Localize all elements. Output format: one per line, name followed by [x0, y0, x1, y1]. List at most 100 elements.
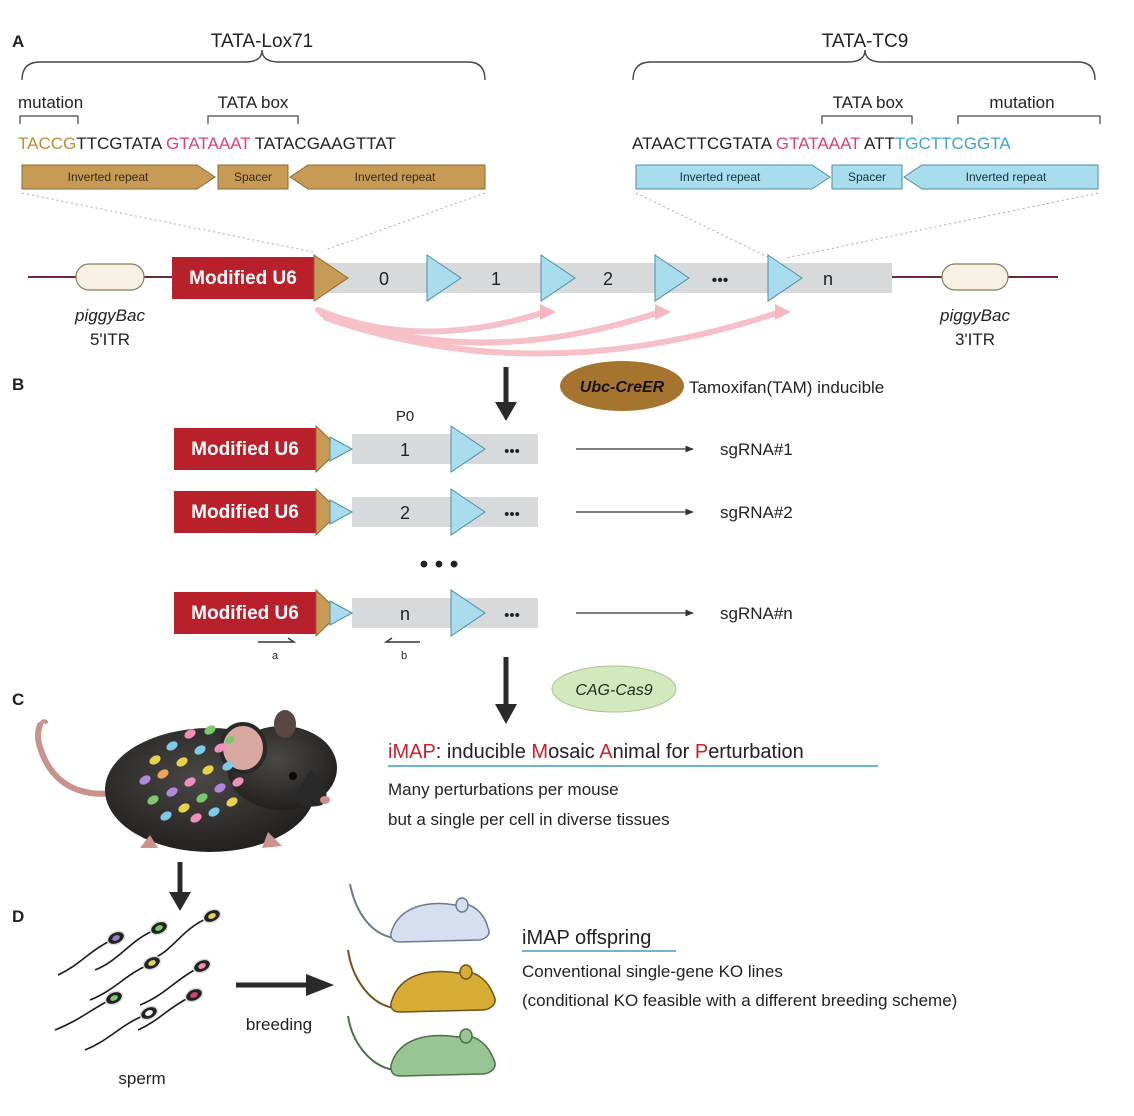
- tc9-site-triangle-2: [540, 254, 576, 302]
- piggybac-3itr-box: [941, 263, 1009, 291]
- recombined-row-n: Modified U6 n ••• sgRNA#n: [174, 588, 793, 638]
- arc-head-1: [540, 304, 556, 320]
- offspring-mouse-green: [347, 1015, 496, 1077]
- tc9-tata-bracket: [821, 115, 913, 124]
- ubc-creer-ellipse: [560, 361, 684, 411]
- breeding-label: breeding: [246, 1015, 312, 1034]
- mouse-eye: [289, 772, 297, 780]
- piggybac-3-itr: 3'ITR: [955, 330, 995, 349]
- panel-c: iMAP: inducible Mosaic Animal for Pertur…: [34, 710, 878, 852]
- rown-lox-triangle: [315, 588, 341, 638]
- lox71-spacer-label: Spacer: [234, 170, 272, 184]
- sperm-5-dot: [198, 963, 206, 969]
- promoter-box: [172, 257, 314, 299]
- array-cell-n: n: [823, 269, 833, 289]
- lox71-seq-part1: TTCGTATA: [76, 134, 166, 153]
- primer-b-arrow: [383, 637, 420, 643]
- imap-title-part-7: erturbation: [708, 741, 804, 763]
- sperm-1-dot: [112, 935, 120, 941]
- lox71-ir-left-label: Inverted repeat: [68, 170, 149, 184]
- row1-output-label: sgRNA#1: [720, 440, 793, 459]
- mouse-tail: [34, 722, 133, 797]
- arrow-b-head: [495, 402, 517, 421]
- row1-dots: •••: [504, 443, 520, 460]
- row2-promoter-label: Modified U6: [191, 502, 299, 523]
- tc9-mutation-label: mutation: [989, 93, 1054, 112]
- imap-title-part-0: iMAP: [388, 741, 436, 763]
- array-cell-dots: •••: [712, 272, 729, 289]
- row1-lox-triangle: [315, 424, 341, 474]
- mosaic-mouse-illustration: [34, 710, 337, 852]
- arc-head-2: [655, 304, 671, 320]
- primer-a-label: a: [272, 650, 279, 662]
- primer-b-label: b: [401, 650, 407, 662]
- sperm-2-dot: [155, 925, 163, 931]
- tc9-sequence: ATAACTTCGTATA GTATAAAT ATTTGCTTCGGTA: [632, 134, 1011, 153]
- lox71-tata-bracket: [207, 115, 299, 124]
- mouse-foot-back: [140, 835, 158, 848]
- rown-cell: n: [400, 604, 410, 624]
- tam-inducible-label: Tamoxifan(TAM) inducible: [689, 378, 884, 397]
- lox71-seq-tata: GTATAAAT: [166, 134, 250, 153]
- panel-label-d: D: [12, 907, 24, 926]
- mouse-blue-ear: [455, 897, 469, 913]
- offspring-title: iMAP offspring: [522, 927, 651, 949]
- row1-bar: [352, 434, 538, 464]
- rown-bar: [352, 598, 538, 628]
- row1-promoter-label: Modified U6: [191, 439, 299, 460]
- rown-promoter-label: Modified U6: [191, 603, 299, 624]
- array-cell-2: 2: [603, 269, 613, 289]
- tc9-ir-right-label: Inverted repeat: [966, 170, 1047, 184]
- rown-output-label: sgRNA#n: [720, 604, 793, 623]
- tc9-ir-right-arrow: [903, 164, 1099, 190]
- row2-tc9-half: [329, 499, 354, 525]
- array-cell-0: 0: [379, 269, 389, 289]
- imap-title-part-5: nimal for: [613, 741, 695, 763]
- mouse-tail-tip: [38, 719, 48, 727]
- tc9-ir-left-arrow: [635, 164, 831, 190]
- tc9-ir-left-label: Inverted repeat: [680, 170, 761, 184]
- lox71-title: TATA-Lox71: [211, 31, 313, 52]
- row1-tc9-triangle: [450, 425, 486, 473]
- arrow-d-head: [169, 892, 191, 911]
- ubc-creer-label: Ubc-CreER: [580, 379, 665, 396]
- lox71-sequence: TACCGTTCGTATA GTATAAAT TATACGAAGTTAT: [18, 134, 396, 153]
- panel-label-c: C: [12, 690, 24, 709]
- piggybac-5-itr: 5'ITR: [90, 330, 130, 349]
- zoom-lines: [21, 192, 1099, 259]
- piggybac-5-name: piggyBac: [74, 306, 145, 325]
- tc9-site-triangle-1: [426, 254, 462, 302]
- imap-title-part-4: A: [599, 741, 613, 763]
- mouse-yellow-tail: [347, 949, 396, 1009]
- row1-promoter-box: [174, 428, 316, 470]
- sperm-illustration: [54, 908, 222, 1051]
- imap-title: iMAP: inducible Mosaic Animal for Pertur…: [388, 741, 804, 763]
- imap-title-part-3: osaic: [548, 741, 599, 763]
- sperm-label: sperm: [118, 1069, 165, 1088]
- tc9-spacer-box: [831, 164, 903, 190]
- panel-label-b: B: [12, 375, 24, 394]
- row2-bar: [352, 497, 538, 527]
- p0-label: P0: [396, 408, 414, 425]
- row1-cell: 1: [400, 440, 410, 460]
- row2-cell: 2: [400, 503, 410, 523]
- rown-promoter-box: [174, 592, 316, 634]
- lox71-seq-part2: TATACGAAGTTAT: [250, 134, 395, 153]
- lox71-spacer-box: [217, 164, 289, 190]
- recombined-row-2: Modified U6 2 ••• sgRNA#2: [174, 487, 793, 537]
- mouse-yellow-body: [390, 970, 496, 1013]
- offspring-line2: (conditional KO feasible with a differen…: [522, 991, 957, 1010]
- mouse-blue-body: [390, 902, 490, 943]
- rown-tc9-half: [329, 600, 354, 626]
- array-cell-1: 1: [491, 269, 501, 289]
- lox71-ir-right-arrow: [289, 164, 486, 190]
- rown-tc9-triangle: [450, 589, 486, 637]
- row2-promoter-box: [174, 491, 316, 533]
- offspring-line1: Conventional single-gene KO lines: [522, 962, 783, 981]
- piggybac-5itr-box: [75, 263, 145, 291]
- tc9-seq-part1: ATAACTTCGTATA: [632, 134, 776, 153]
- arc-head-3: [775, 304, 791, 320]
- mouse-snout: [292, 770, 327, 807]
- tc9-seq-part2: ATT: [860, 134, 895, 153]
